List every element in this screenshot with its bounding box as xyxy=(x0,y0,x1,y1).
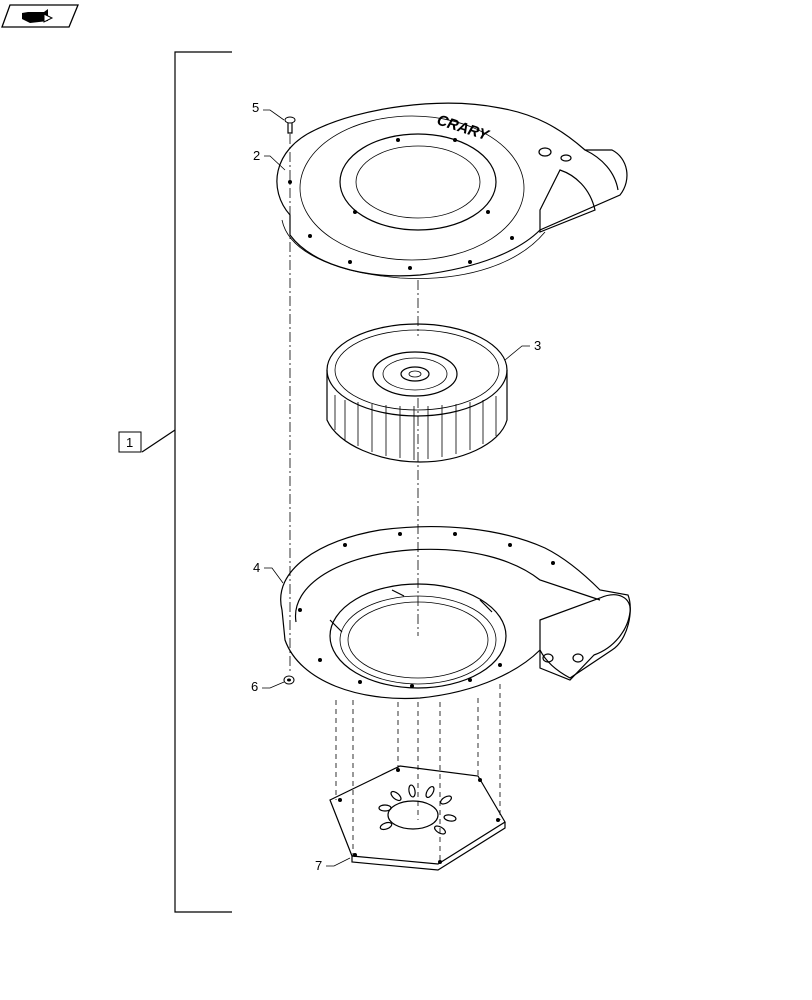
callout-5[interactable]: 5 xyxy=(252,100,285,121)
callout-1[interactable]: 1 xyxy=(118,431,142,453)
callout-7[interactable]: 7 xyxy=(315,857,351,873)
housing-top: CRARY xyxy=(276,102,628,279)
callout-6-label: 6 xyxy=(251,679,258,694)
callout-6[interactable]: 6 xyxy=(251,679,285,694)
blower-wheel xyxy=(326,323,508,463)
alignment-lines xyxy=(289,134,501,862)
nut-part xyxy=(283,675,295,685)
callout-2[interactable]: 2 xyxy=(253,148,286,171)
callout-3-label: 3 xyxy=(534,338,541,353)
callout-1-label: 1 xyxy=(126,435,133,450)
book-pointer-icon xyxy=(22,9,54,23)
hex-plate xyxy=(329,765,506,871)
housing-bottom xyxy=(280,525,631,700)
callout-4-label: 4 xyxy=(253,560,260,575)
callout-3[interactable]: 3 xyxy=(504,338,541,361)
brand-label: CRARY xyxy=(435,112,493,145)
assembly-bracket xyxy=(174,51,232,913)
callout-5-label: 5 xyxy=(252,100,259,115)
callout-2-label: 2 xyxy=(253,148,260,163)
nav-back-button[interactable] xyxy=(1,4,79,28)
screw-part xyxy=(284,116,296,134)
callout-7-label: 7 xyxy=(315,858,322,873)
callout-4[interactable]: 4 xyxy=(253,560,284,584)
